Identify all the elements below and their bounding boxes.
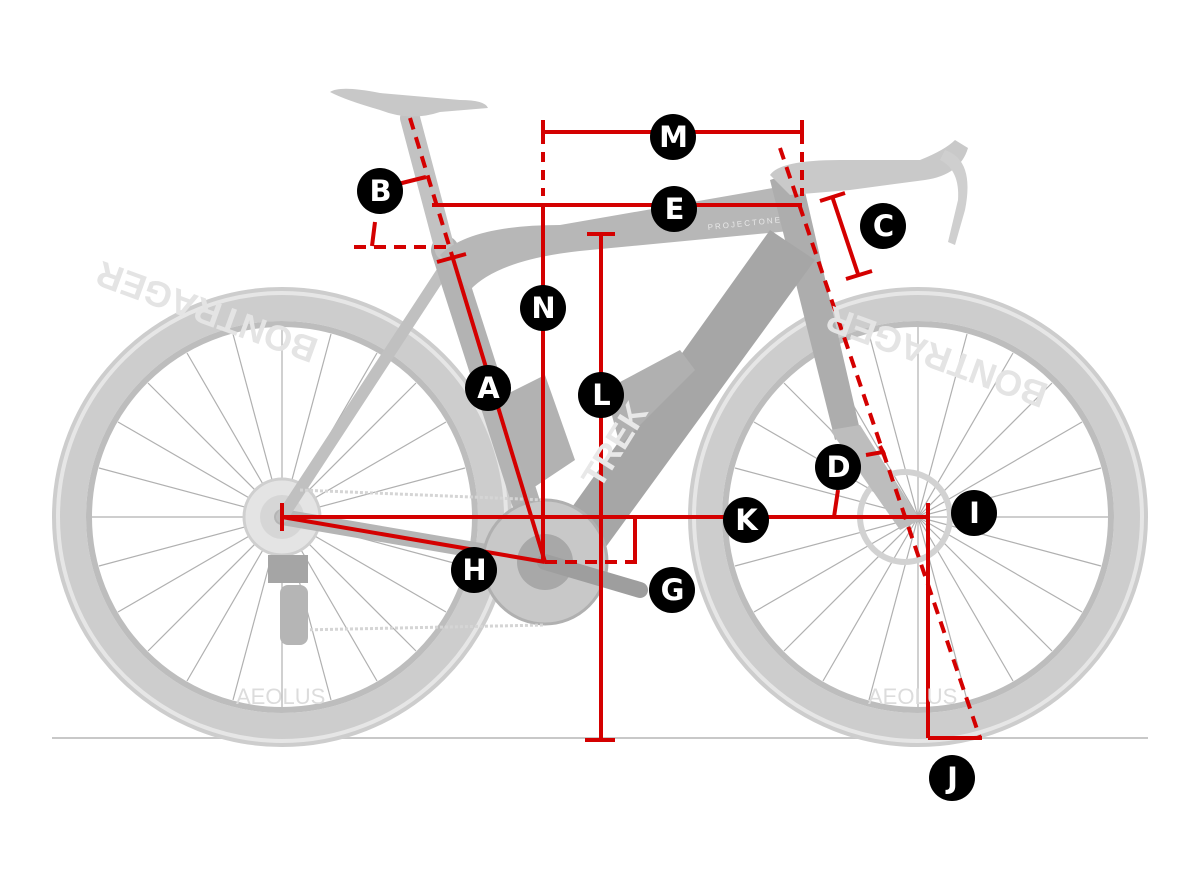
marker-k: K [723, 497, 769, 543]
saddle [330, 88, 488, 117]
marker-c: C [860, 203, 906, 249]
marker-i: I [951, 490, 997, 536]
marker-d: D [815, 444, 861, 490]
marker-j: J [929, 755, 975, 801]
marker-a: A [465, 365, 511, 411]
marker-m: M [650, 114, 696, 160]
rear-wheel [52, 287, 512, 747]
marker-g: G [649, 567, 695, 613]
rear-wheel-brand: AEOLUS [236, 684, 325, 709]
marker-l: L [578, 372, 624, 418]
marker-h: H [451, 547, 497, 593]
measurement-lines [280, 117, 982, 742]
marker-e: E [651, 186, 697, 232]
marker-b: B [357, 168, 403, 214]
front-wheel-brand: AEOLUS [868, 684, 957, 709]
marker-n: N [520, 285, 566, 331]
